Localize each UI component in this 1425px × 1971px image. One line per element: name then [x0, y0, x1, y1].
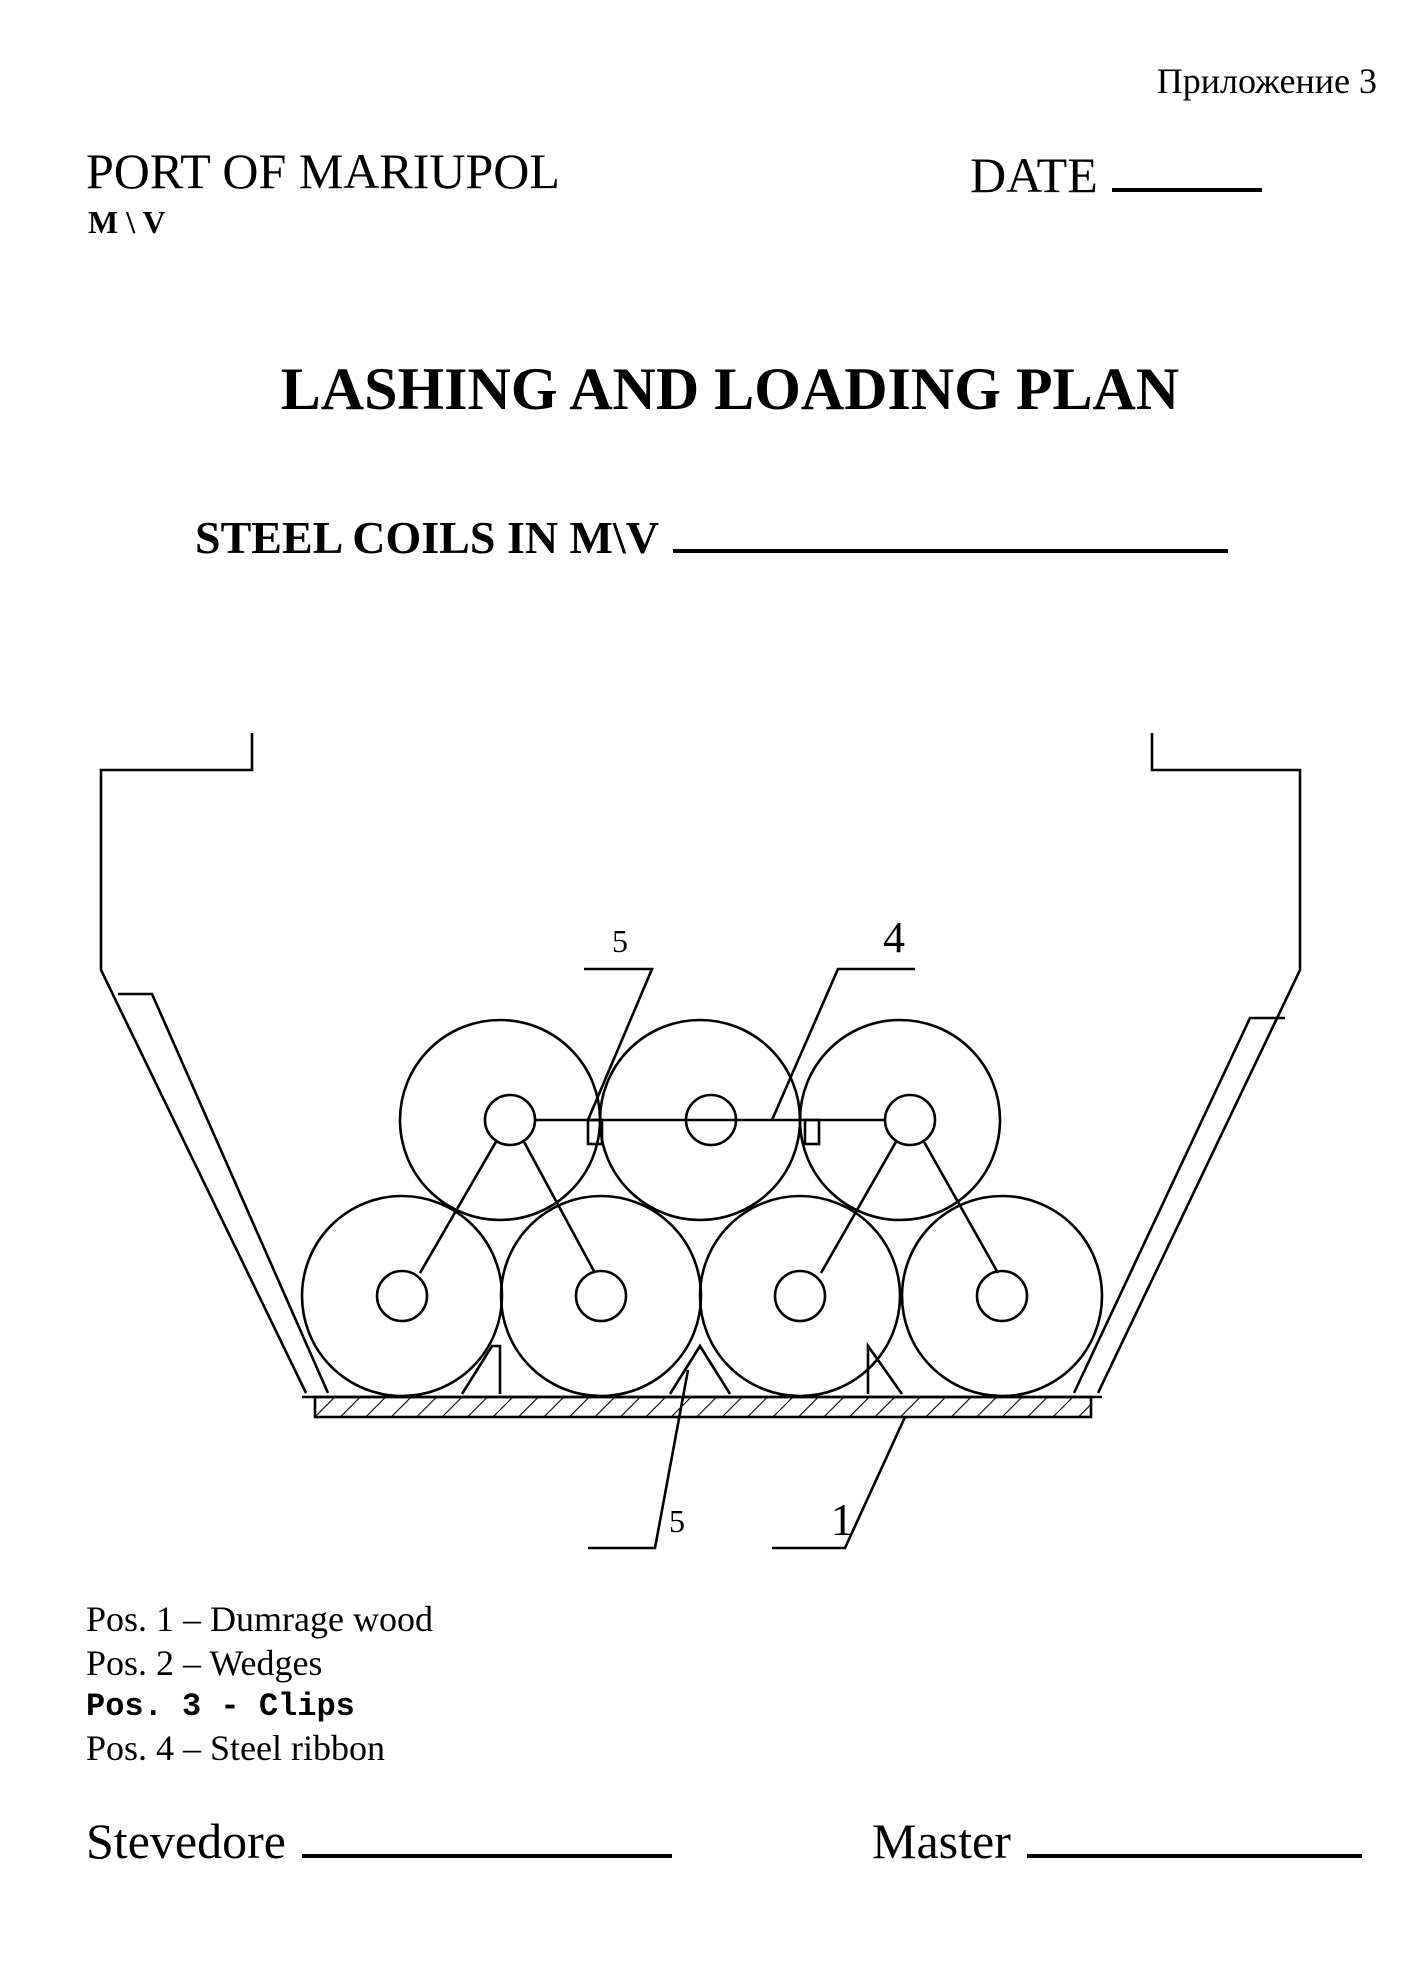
stevedore-blank-line[interactable] [301, 1806, 672, 1858]
leader-clip-top [584, 967, 654, 1121]
master-blank-line[interactable] [1026, 1806, 1362, 1858]
clip-right [803, 1118, 821, 1146]
leader-dunnage [772, 1416, 907, 1550]
hold-left-inner-wall [118, 992, 330, 1394]
appendix-number: Приложение 3 [1156, 61, 1377, 101]
leader-ribbon [770, 967, 915, 1121]
date-blank-line[interactable] [1111, 142, 1262, 192]
clip-left [586, 1118, 604, 1146]
date-label: DATE [970, 147, 1098, 203]
label-clip-bottom: 5 [669, 1503, 685, 1539]
master-label: Master [872, 1813, 1011, 1869]
leader-clip-bottom [588, 1369, 690, 1550]
vessel-label: M \ V [88, 204, 166, 240]
hold-right-wall [1096, 733, 1302, 1394]
wedge-2 [668, 1343, 732, 1395]
vessel-name-field: STEEL COILS IN M\V [195, 505, 1228, 564]
stevedore-label: Stevedore [86, 1813, 286, 1869]
master-signature: Master [872, 1806, 1362, 1870]
dunnage-floor [313, 1395, 1093, 1419]
port-name: PORT OF MARIUPOL [86, 143, 560, 199]
hold-right-inner-wall [1072, 1016, 1285, 1394]
legend-item: Pos. 3 - Clips [86, 1688, 355, 1725]
coil-bottom-3 [698, 1194, 902, 1398]
label-ribbon: 4 [883, 913, 905, 962]
vessel-name-label: STEEL COILS IN M\V [195, 512, 659, 563]
coil-bottom-4 [900, 1194, 1104, 1398]
hold-left-wall [99, 733, 308, 1394]
legend-item: Pos. 4 – Steel ribbon [86, 1728, 386, 1768]
label-clip-top: 5 [612, 923, 628, 959]
coil-bottom-2 [499, 1194, 703, 1398]
stevedore-signature: Stevedore [86, 1806, 672, 1870]
wedge-1 [460, 1344, 502, 1395]
vessel-name-blank-line[interactable] [672, 505, 1228, 553]
wedge-3 [866, 1341, 904, 1395]
legend-item: Pos. 2 – Wedges [86, 1643, 323, 1683]
date-field: DATE [970, 142, 1262, 204]
coil-bottom-1 [300, 1194, 504, 1398]
page-title: LASHING AND LOADING PLAN [280, 356, 1180, 422]
legend-item: Pos. 1 – Dumrage wood [86, 1599, 433, 1639]
label-dunnage: 1 [831, 1494, 854, 1545]
